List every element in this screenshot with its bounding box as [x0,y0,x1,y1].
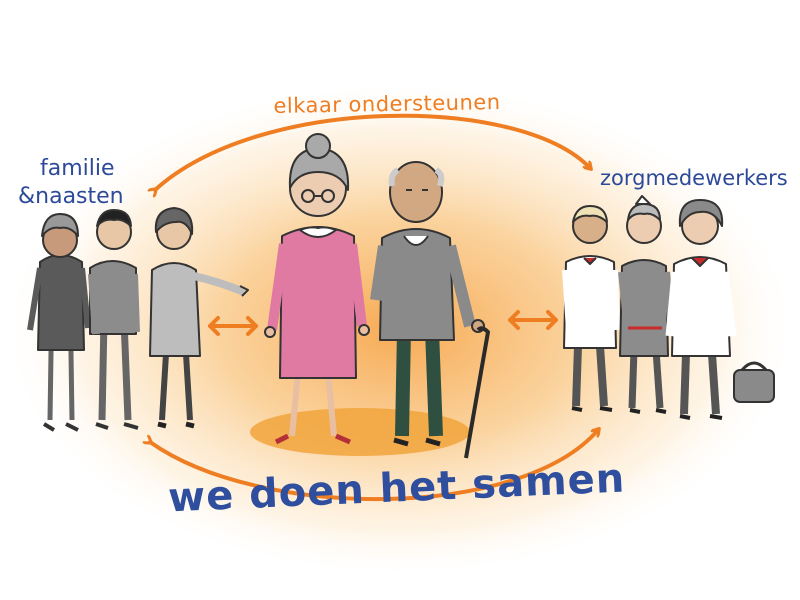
care-worker-man [562,205,620,412]
family-label-line1: familie [40,156,115,181]
double-arrow-icon [208,316,258,336]
cane-icon [464,326,490,459]
top-arrow-label: elkaar ondersteunen [273,90,501,118]
elderly-man [370,161,490,459]
family-group [27,207,249,432]
care-workers-label: zorgmedewerkers [600,166,788,190]
family-member-grandmother [27,213,91,432]
family-member-woman [149,207,249,429]
medical-bag-icon [733,361,775,403]
elderly-couple [264,133,490,459]
family-member-man [88,209,140,430]
care-worker-nurse [618,195,676,414]
bottom-double-arrow [150,430,598,502]
care-worker-doctor [665,199,737,420]
top-double-arrow [155,113,590,190]
double-arrow-icon [508,310,558,330]
care-workers [562,195,775,420]
elderly-woman [264,133,370,445]
family-label-line2: &naasten [18,184,124,209]
